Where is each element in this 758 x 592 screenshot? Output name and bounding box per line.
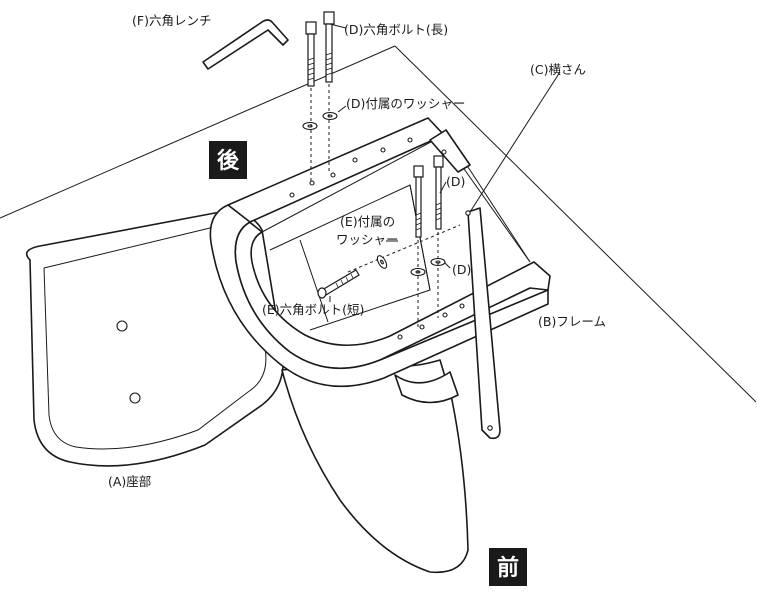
label-washer-d: (D)付属のワッシャー <box>346 96 465 111</box>
hex-wrench <box>202 19 289 70</box>
label-hex-bolt-long: (D)六角ボルト(長) <box>344 22 448 37</box>
labels: (F)六角レンチ (D)六角ボルト(長) (D)付属のワッシャー (C)横さん … <box>108 13 606 489</box>
frame-holes <box>289 137 465 340</box>
label-bolt-d-1: (D) <box>446 174 465 189</box>
label-hex-wrench: (F)六角レンチ <box>132 13 211 28</box>
rear-badge-text: 後 <box>217 148 240 174</box>
label-seat: (A)座部 <box>108 474 151 489</box>
label-washer-e-line2: ワッシャー <box>336 232 399 247</box>
front-badge: 前 <box>489 548 527 586</box>
long-bolts-mid <box>347 155 461 330</box>
leader-lines <box>329 23 561 302</box>
seat-hole-lower <box>129 392 141 404</box>
short-bolt <box>317 255 388 299</box>
long-bolts-top <box>302 11 338 182</box>
label-hex-bolt-short: (E)六角ボルト(短) <box>262 302 364 317</box>
frame <box>209 117 551 440</box>
label-washer-e-line1: (E)付属の <box>340 214 395 229</box>
label-frame: (B)フレーム <box>538 314 606 329</box>
front-badge-text: 前 <box>497 555 519 581</box>
label-bolt-d-2: (D) <box>452 262 471 277</box>
seat-hole-upper <box>116 320 128 332</box>
rear-badge: 後 <box>209 141 247 179</box>
chair-shell <box>281 359 469 574</box>
label-crossbar: (C)横さん <box>530 62 586 77</box>
